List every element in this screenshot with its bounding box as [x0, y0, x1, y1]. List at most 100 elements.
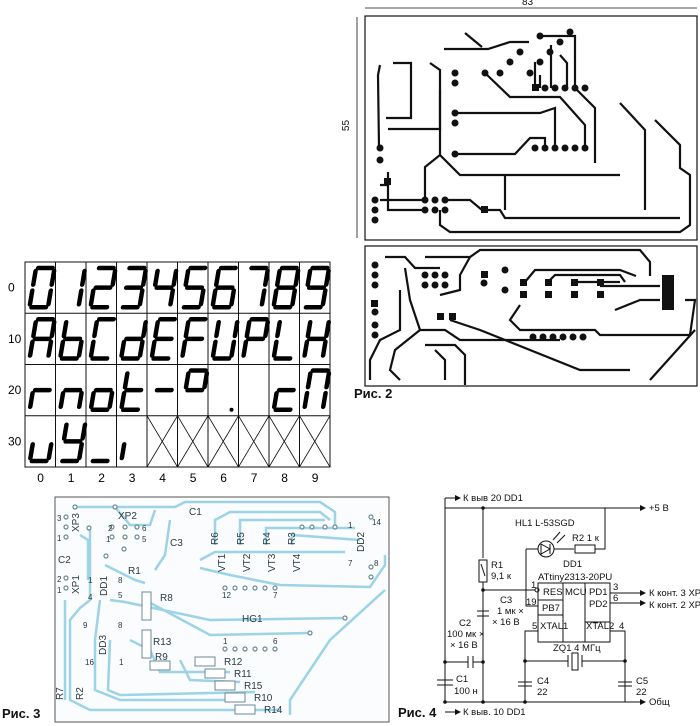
fig3-pads [63, 504, 374, 652]
segment-b [293, 268, 301, 287]
schematic-label-hl1: HL1 L-53SGD [515, 518, 575, 529]
component-label: VT2 [242, 553, 253, 572]
schematic-label-c2-val2: × 16 В [450, 640, 478, 651]
segment-f [152, 268, 160, 287]
component-label: C2 [58, 555, 71, 566]
segment-f [214, 320, 221, 339]
component-label: R8 [160, 593, 173, 604]
col-label: 5 [190, 471, 197, 485]
segment-b [80, 422, 88, 441]
glyph-cell [60, 422, 88, 464]
schematic-label-gnd: Общ [649, 697, 670, 708]
schematic-label-pin5: 5 [532, 621, 537, 632]
glyph-cell [120, 265, 148, 310]
segment-c [229, 288, 237, 307]
arrow-icon [640, 505, 646, 511]
glyph-cell [238, 415, 270, 468]
pin-number: 6 [142, 524, 147, 533]
segment-b [232, 320, 240, 339]
segment-c [76, 390, 84, 409]
component-label: R2 [75, 687, 86, 700]
glyph-cell [27, 387, 52, 409]
arrow-icon [640, 600, 646, 606]
glyph-cell [241, 317, 270, 358]
schematic-label-res: RES [543, 587, 563, 598]
glyph-cell [180, 317, 208, 358]
arrow-icon [455, 495, 461, 501]
segment-f [153, 320, 160, 339]
pin-number: 7 [348, 559, 353, 568]
glyph-cell [146, 415, 178, 468]
pcb-top-pads [371, 28, 589, 224]
schematic-label-pin1: 1 [531, 580, 536, 591]
segment-e [27, 339, 35, 358]
component-label: R1 [128, 566, 141, 577]
segment-b [323, 268, 331, 287]
component-label: R7 [55, 687, 66, 700]
segment-f [61, 422, 69, 441]
segment-c [137, 288, 145, 307]
pin-number: 2 [57, 575, 62, 584]
pin-number: 2 [108, 524, 113, 533]
component-label: C3 [170, 538, 183, 549]
segment-e [271, 339, 279, 358]
segment-b [171, 268, 179, 287]
glyph-cell [88, 265, 118, 310]
segment-e [302, 339, 310, 358]
schematic-label-c4-val: 22 [537, 687, 548, 698]
segment-f [92, 320, 99, 339]
segment-c [76, 339, 84, 358]
segment-b [324, 371, 332, 390]
segment-c [107, 390, 115, 409]
segment-c [46, 339, 54, 358]
segment-e [88, 288, 96, 307]
component-label: R9 [155, 652, 168, 663]
segment-f [305, 371, 313, 390]
pin-number: 1 [57, 534, 62, 543]
unused-cell-cross [299, 415, 331, 468]
arrow-icon [455, 709, 461, 715]
component-label: XP2 [118, 511, 137, 522]
pin-number: 9 [83, 621, 88, 630]
segment-e [27, 390, 35, 409]
pin-number: 14 [372, 518, 381, 527]
schematic-label-c3-val2: × 16 В [492, 617, 520, 628]
pin-number: 5 [142, 535, 147, 544]
row-label: 20 [8, 383, 22, 397]
segment-e [88, 339, 96, 358]
component-label: R14 [264, 705, 283, 716]
glyph-cell [299, 415, 331, 468]
pin-number: 7 [273, 591, 278, 600]
col-label: 1 [68, 471, 75, 485]
glyph-cell [268, 415, 300, 468]
segment-c [259, 288, 267, 307]
glyph-cell [210, 320, 240, 361]
pin-number: 1 [88, 576, 93, 585]
unused-cell-cross [207, 415, 239, 468]
schematic-label-r1-val: 9,1 к [491, 571, 512, 582]
component-label: R3 [287, 532, 298, 545]
col-label: 3 [129, 471, 136, 485]
glyph-cell [152, 268, 179, 307]
segment-f [305, 320, 313, 339]
glyph-cell [76, 268, 87, 307]
segment-c [168, 288, 176, 307]
glyph-cell [181, 265, 208, 310]
pin-number: 1 [57, 586, 62, 595]
glyph-cell [28, 442, 54, 464]
glyph-cell [183, 368, 210, 393]
glyph-cell [177, 415, 209, 468]
glyph-cell [303, 265, 331, 310]
component-label: DD1 [99, 576, 110, 596]
pin-number: 5 [118, 591, 123, 600]
fig2-caption: Рис. 2 [354, 386, 393, 401]
schematic-label-xtal1: XTAL1 [540, 621, 568, 632]
segment-b [262, 268, 270, 287]
schematic-label-c5-name: C5 [636, 676, 648, 687]
segment-c [76, 288, 84, 307]
schematic-label-out1: К конт. 3 ХР3 [649, 588, 700, 599]
pin-number: 8 [118, 621, 123, 630]
segment-b [49, 320, 57, 339]
schematic-label-pin3: 3 [613, 582, 618, 593]
component-label: XP1 [71, 575, 82, 594]
